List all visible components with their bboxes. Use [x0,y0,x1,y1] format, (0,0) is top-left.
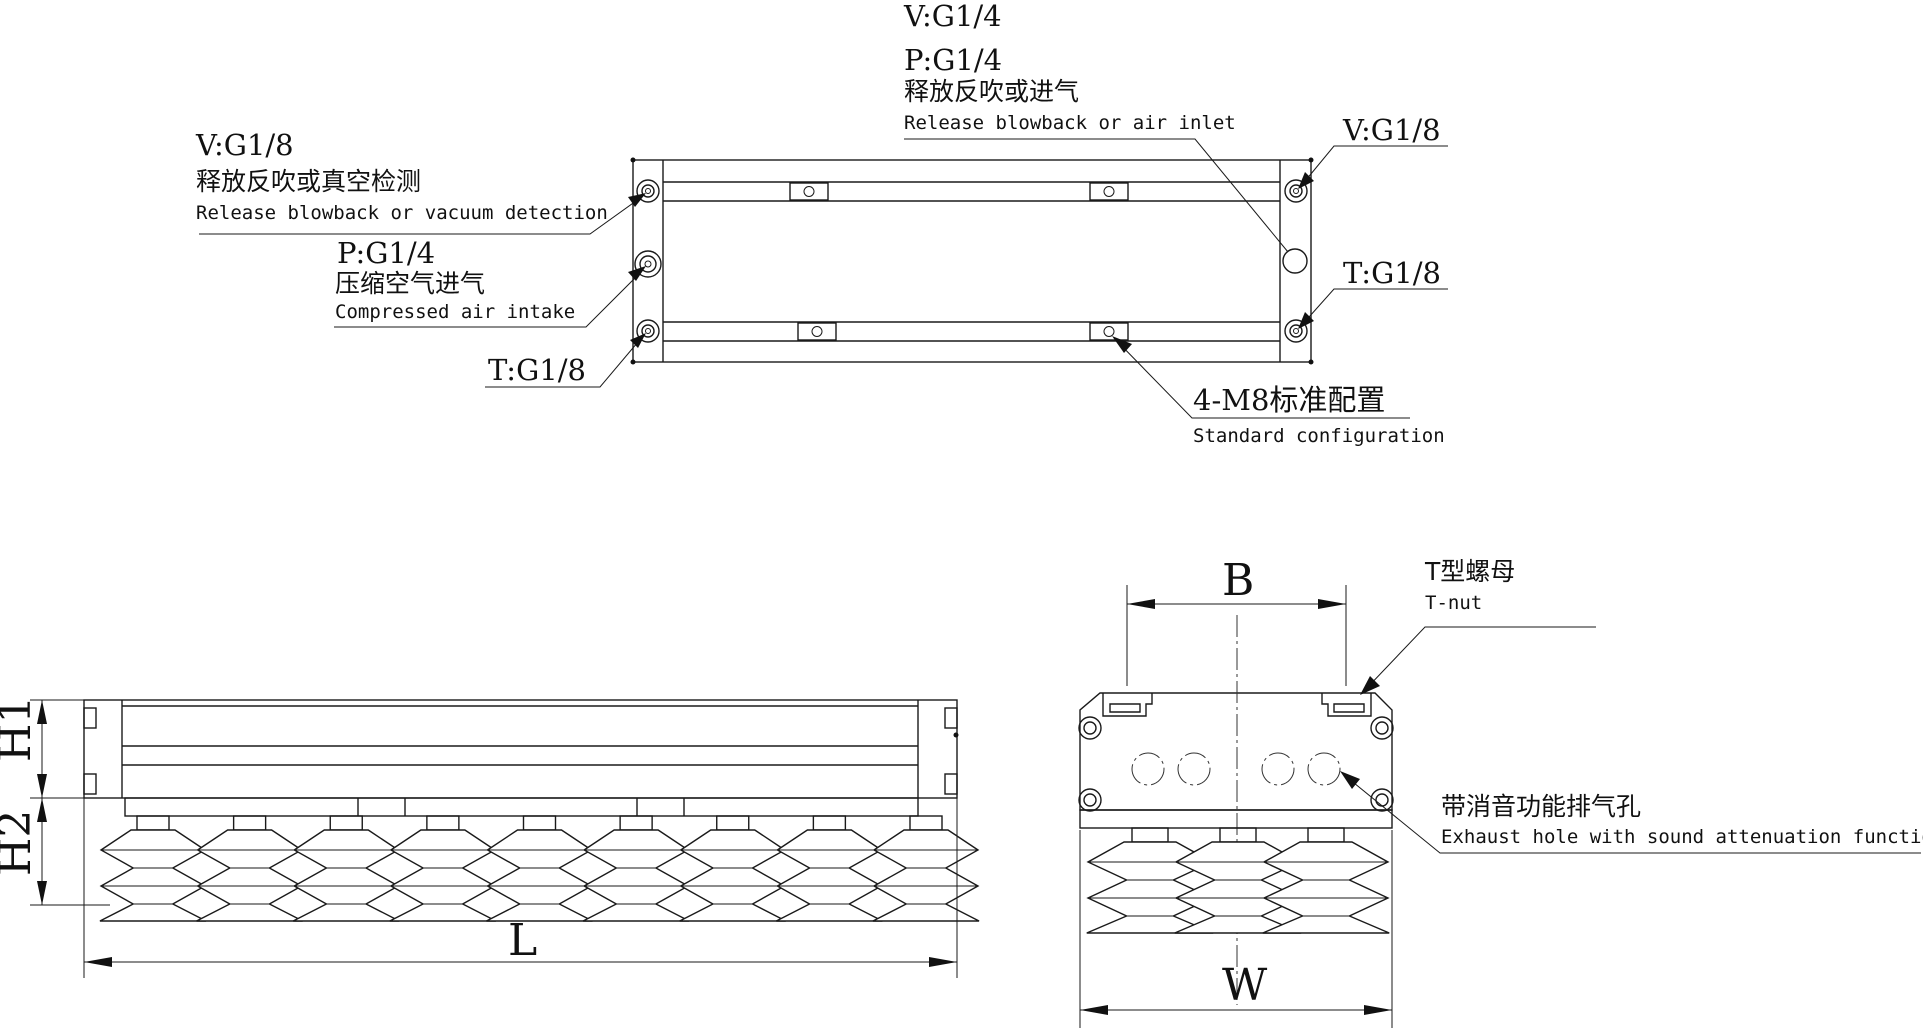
suction-cup [679,815,787,922]
label-right-t: T:G1/8 [1343,256,1441,290]
label-left-p-en: Compressed air intake [335,301,575,323]
port-vp-right [1282,248,1308,274]
port-v-right [1284,179,1308,203]
mount-nut [789,182,829,201]
port-p-left [634,250,662,278]
mount-nut [797,322,837,341]
label-left-v-cn: 释放反吹或真空检测 [196,167,421,196]
dim-h2: H2 [0,810,41,876]
port-v-left [636,179,660,203]
label-top-cn: 释放反吹或进气 [904,77,1079,106]
suction-cup [99,815,207,922]
front-view: H1 H2 L [0,696,980,978]
label-left-t: T:G1/8 [488,353,586,387]
label-right-v: V:G1/8 [1342,113,1441,147]
suction-cup [582,815,690,922]
label-tnut-cn: T型螺母 [1424,557,1515,586]
label-top-p: P:G1/4 [904,43,1002,77]
front-cup-row [99,815,980,922]
suction-cup [196,815,304,922]
label-tnut-en: T-nut [1425,592,1482,614]
label-left-p: P:G1/4 [337,236,435,270]
suction-cup [1086,827,1214,934]
label-mount: 4-M8标准配置 [1193,383,1385,417]
suction-cup [775,815,883,922]
manifold-strip [124,797,919,817]
dim-l: L [508,915,537,966]
side-cup-row [1086,827,1390,934]
label-left-v-en: Release blowback or vacuum detection [196,202,608,224]
top-view: V:G1/4 P:G1/4 释放反吹或进气 Release blowback o… [195,0,1448,447]
suction-cup [389,815,497,922]
label-left-v: V:G1/8 [195,128,294,162]
port-t-left [636,319,660,343]
mount-nut [1089,322,1129,341]
label-left-p-cn: 压缩空气进气 [335,269,485,298]
front-body [83,699,958,799]
dim-h1: H1 [0,696,41,762]
suction-cup [292,815,400,922]
label-exhaust-cn: 带消音功能排气孔 [1441,792,1641,821]
side-body [1079,692,1393,811]
side-view: B W T型螺母 T-nut 带消音功能排气孔 Exhaust hole wit… [1078,555,1923,1028]
label-top-en: Release blowback or air inlet [904,112,1236,134]
label-exhaust-en: Exhaust hole with sound attenuation func… [1441,826,1923,848]
mount-nut [1089,182,1129,201]
suction-cup [1174,827,1302,934]
suction-cup [486,815,593,922]
suction-cup [1262,827,1390,934]
label-top-v: V:G1/4 [903,0,1002,33]
dim-b: B [1222,555,1254,606]
label-mount-en: Standard configuration [1193,425,1445,447]
top-view-outline [632,159,1312,363]
port-t-right [1284,319,1308,343]
suction-cup [872,815,980,922]
dim-w: W [1222,960,1268,1011]
